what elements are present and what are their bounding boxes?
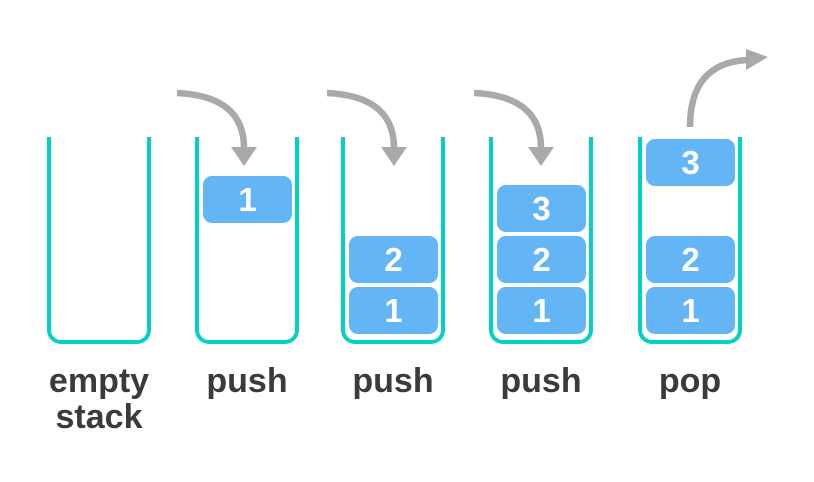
stack-outline-pop xyxy=(638,137,742,344)
stage-label-push-1: push xyxy=(206,362,288,400)
stack-item-2: 2 xyxy=(497,236,586,283)
stack-item-3-popping: 3 xyxy=(646,139,735,186)
stack-item-1: 1 xyxy=(497,287,586,334)
stack-item-1: 1 xyxy=(203,176,292,223)
stack-item-2: 2 xyxy=(646,236,735,283)
stack-outline-empty xyxy=(47,137,151,344)
stage-label-push-2: push xyxy=(352,362,434,400)
stage-label-empty-stack: empty stack xyxy=(48,362,150,436)
stage-label-push-3: push xyxy=(500,362,582,400)
stack-item-1: 1 xyxy=(646,287,735,334)
stack-outline-push-3 xyxy=(489,137,593,344)
stack-item-1: 1 xyxy=(349,287,438,334)
stack-outline-push-2 xyxy=(341,137,445,344)
stage-label-pop: pop xyxy=(658,362,722,400)
stack-item-3: 3 xyxy=(497,185,586,232)
stack-outline-push-1 xyxy=(195,137,299,344)
stack-item-2: 2 xyxy=(349,236,438,283)
pop-arrow-icon xyxy=(686,49,768,128)
